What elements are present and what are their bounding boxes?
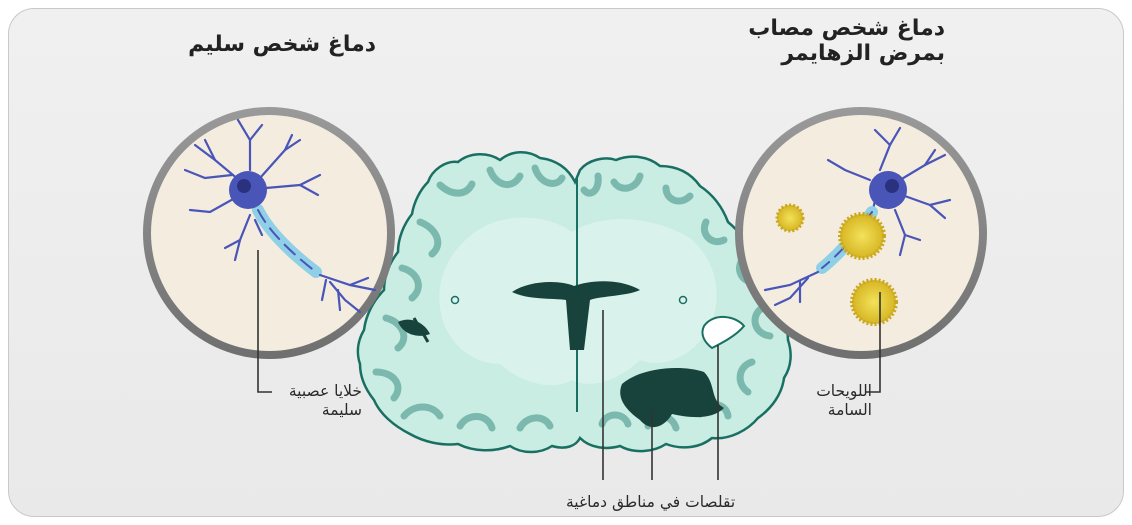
- shrinkage-label: تقلصات في مناطق دماغية: [566, 493, 735, 511]
- plaques-line2: السامة: [792, 401, 872, 420]
- healthy-brain-title: دماغ شخص سليم: [188, 32, 376, 57]
- plaques-line1: اللويحات: [792, 382, 872, 401]
- alzheimers-title-line1: دماغ شخص مصاب: [748, 16, 945, 41]
- brain-cross-section: [358, 152, 791, 452]
- toxic-plaques-label: اللويحات السامة: [792, 382, 872, 419]
- alzheimers-brain-title: دماغ شخص مصاب بمرض الزهايمر: [748, 16, 945, 67]
- healthy-neuron-magnifier: [143, 107, 395, 359]
- healthy-cells-label: خلايا عصبية سليمة: [252, 382, 362, 419]
- alzheimers-title-line2: بمرض الزهايمر: [748, 41, 945, 66]
- alzheimers-neuron-magnifier: [735, 107, 987, 359]
- healthy-cells-line2: سليمة: [252, 401, 362, 420]
- healthy-cells-line1: خلايا عصبية: [252, 382, 362, 401]
